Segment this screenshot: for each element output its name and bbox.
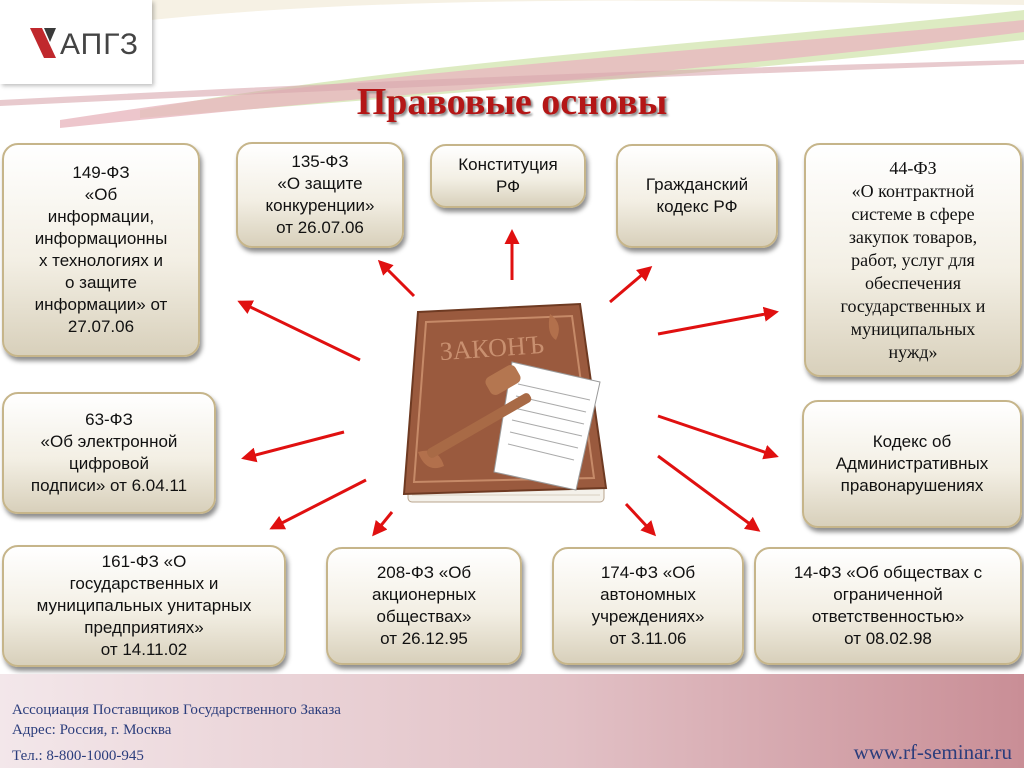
box-149fz: 149-ФЗ «Об информации, информационны х т… [2, 143, 200, 357]
box-63fz: 63-ФЗ «Об электронной цифровой подписи» … [2, 392, 216, 514]
arrow-to-admin-code [657, 414, 779, 460]
logo-text: АПГЗ [60, 28, 139, 61]
arrow-to-161fz [269, 478, 367, 530]
footer-band [0, 674, 1024, 768]
box-174fz: 174-ФЗ «Об автономных учреждениях» от 3.… [552, 547, 744, 665]
logo-mark-icon [30, 28, 56, 58]
arrow-to-44fz [657, 306, 779, 336]
arrow-to-149fz [237, 300, 361, 362]
page-title: Правовые основы [356, 81, 668, 123]
arrow-to-civil-code [609, 266, 653, 304]
footer-phone: Тел.: 8-800-1000-945 [12, 748, 144, 764]
footer-website-link[interactable]: www.rf-seminar.ru [853, 740, 1012, 764]
box-208fz: 208-ФЗ «Об акционерных обществах» от 26.… [326, 547, 522, 665]
box-135fz: 135-ФЗ «О защите конкуренции» от 26.07.0… [236, 142, 404, 248]
footer-association: Ассоциация Поставщиков Государственного … [12, 702, 341, 718]
arrow-to-14fz [657, 454, 761, 532]
box-44fz: 44-ФЗ «О контрактной системе в сфере зак… [804, 143, 1022, 377]
arrow-to-135fz [377, 259, 416, 298]
footer-address: Адрес: Россия, г. Москва [12, 722, 172, 738]
arrow-to-208fz [372, 511, 394, 537]
arrow-to-174fz [624, 502, 657, 537]
box-161fz: 161-ФЗ «О государственных и муниципальны… [2, 545, 286, 667]
box-14fz: 14-ФЗ «Об обществах с ограниченной ответ… [754, 547, 1022, 665]
box-admin-code: Кодекс об Административных правонарушени… [802, 400, 1022, 528]
header-swoosh [0, 0, 1024, 128]
logo: АПГЗ [0, 0, 152, 84]
box-civil-code: Гражданский кодекс РФ [616, 144, 778, 248]
arrow-to-63fz [241, 430, 345, 463]
box-constitution: Конституция РФ [430, 144, 586, 208]
law-book-illustration: ЗАКОНЪ [402, 302, 608, 503]
